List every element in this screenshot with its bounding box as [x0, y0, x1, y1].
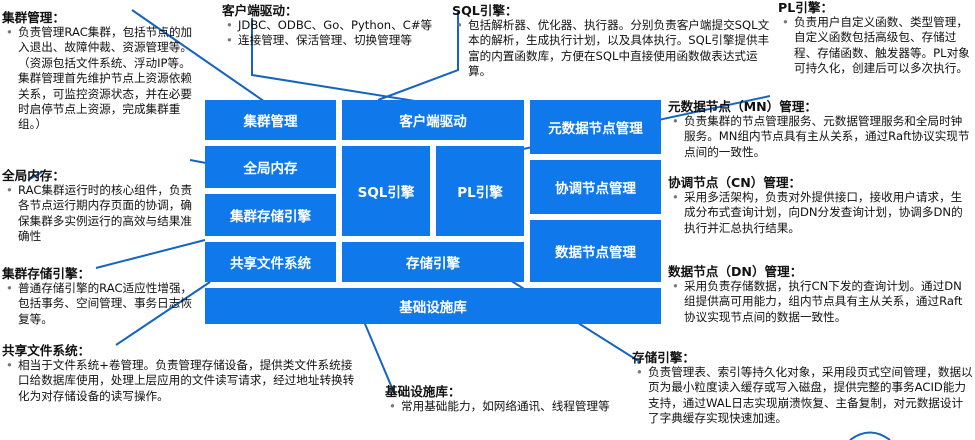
callout-item: 普通存储引擎的RAC适应性增强，包括事务、空间管理、事务日志恢复等。 [2, 281, 194, 327]
callout-item: RAC集群运行时的核心组件，负责各节点运行期内存页面的协调，确保集群多实例运行的… [2, 183, 198, 245]
box-shared-fs: 共享文件系统 [205, 242, 336, 282]
box-client-driver: 客户端驱动 [342, 100, 524, 140]
callout-item: 连接管理、保活管理、切换管理等 [222, 33, 452, 49]
callout-title: 全局内存： [2, 168, 65, 183]
callout-title: 集群管理： [2, 10, 65, 25]
callout-global-memory: 全局内存： RAC集群运行时的核心组件，负责各节点运行期内存页面的协调，确保集群… [2, 168, 198, 245]
box-sql-engine: SQL引擎 [342, 146, 430, 236]
connector-infrastructure [359, 311, 396, 396]
callout-title: 数据节点（DN）管理： [668, 264, 803, 279]
callout-shared-fs: 共享文件系统： 相当于文件系统+卷管理。负责管理存储设备，提供类文件系统接口给数… [2, 343, 362, 404]
box-data-node: 数据节点管理 [530, 220, 661, 282]
callout-title: 存储引擎： [632, 350, 695, 365]
callout-item: 负责集群的节点管理服务、元数据管理服务和全局时钟服务。MN组内节点具有主从关系，… [668, 114, 973, 160]
box-coordinator-node: 协调节点管理 [530, 160, 661, 214]
callout-item: 负责管理RAC集群，包括节点的加入退出、故障仲裁、资源管理等。（资源包括文件系统… [2, 25, 200, 133]
callout-client-driver: 客户端驱动： JDBC、ODBC、Go、Python、C#等 连接管理、保活管理… [222, 3, 452, 49]
callout-pl-engine: PL引擎： 负责用户自定义函数、类型管理，自定义函数包括高级包、存储过程、存储函… [778, 0, 974, 77]
box-pl-engine: PL引擎 [436, 146, 524, 236]
callout-sql-engine: SQL引擎： 包括解析器、优化器、执行器。分别负责客户端提交SQL文本的解析，生… [452, 3, 770, 80]
callout-title: 元数据节点（MN）管理： [668, 99, 818, 114]
box-storage-engine: 存储引擎 [342, 242, 524, 282]
callout-title: SQL引擎： [452, 3, 518, 18]
box-metadata-node: 元数据节点管理 [530, 100, 661, 154]
box-global-memory: 全局内存 [205, 146, 336, 188]
callout-item: 负责管理表、索引等持久化对象，采用段页式空间管理，数据以页为最小粒度读入缓存或写… [632, 365, 974, 427]
callout-metadata-node: 元数据节点（MN）管理： 负责集群的节点管理服务、元数据管理服务和全局时钟服务。… [668, 99, 973, 160]
callout-title: 客户端驱动： [222, 3, 298, 18]
box-cluster-mgmt: 集群管理 [205, 100, 336, 140]
connector-cluster-storage [95, 239, 206, 269]
callout-item: 采用多活架构，负责对外提供接口，接收用户请求，生成分布式查询计划，向DN分发查询… [668, 190, 973, 236]
callout-item: 常用基础能力，如网络通讯、线程管理等 [385, 399, 620, 415]
callout-title: 集群存储引擎： [2, 266, 91, 281]
callout-title: PL引擎： [778, 0, 834, 15]
callout-cluster-storage: 集群存储引擎： 普通存储引擎的RAC适应性增强，包括事务、空间管理、事务日志恢复… [2, 266, 194, 327]
callout-item: 负责用户自定义函数、类型管理，自定义函数包括高级包、存储过程、存储函数、触发器等… [778, 15, 974, 77]
callout-infrastructure: 基础设施库： 常用基础能力，如网络通讯、线程管理等 [385, 384, 620, 415]
callout-title: 协调节点（CN）管理： [668, 175, 802, 190]
callout-item: 相当于文件系统+卷管理。负责管理存储设备，提供类文件系统接口给数据库使用，处理上… [2, 358, 362, 404]
decorative-arc [849, 431, 891, 440]
callout-item: 采用负责存储数据，执行CN下发的查询计划。通过DN组提供高可用能力，组内节点具有… [668, 279, 973, 325]
box-cluster-storage: 集群存储引擎 [205, 194, 336, 236]
callout-data-node: 数据节点（DN）管理： 采用负责存储数据，执行CN下发的查询计划。通过DN组提供… [668, 264, 973, 325]
callout-coordinator-node: 协调节点（CN）管理： 采用多活架构，负责对外提供接口，接收用户请求，生成分布式… [668, 175, 973, 236]
box-infrastructure: 基础设施库 [205, 288, 661, 324]
callout-title: 基础设施库： [385, 384, 461, 399]
callout-title: 共享文件系统： [2, 343, 91, 358]
callout-item: JDBC、ODBC、Go、Python、C#等 [222, 18, 452, 34]
callout-storage-engine: 存储引擎： 负责管理表、索引等持久化对象，采用段页式空间管理，数据以页为最小粒度… [632, 350, 974, 427]
callout-cluster-mgmt: 集群管理： 负责管理RAC集群，包括节点的加入退出、故障仲裁、资源管理等。（资源… [2, 10, 200, 133]
callout-item: 包括解析器、优化器、执行器。分别负责客户端提交SQL文本的解析，生成执行计划，以… [452, 18, 770, 80]
